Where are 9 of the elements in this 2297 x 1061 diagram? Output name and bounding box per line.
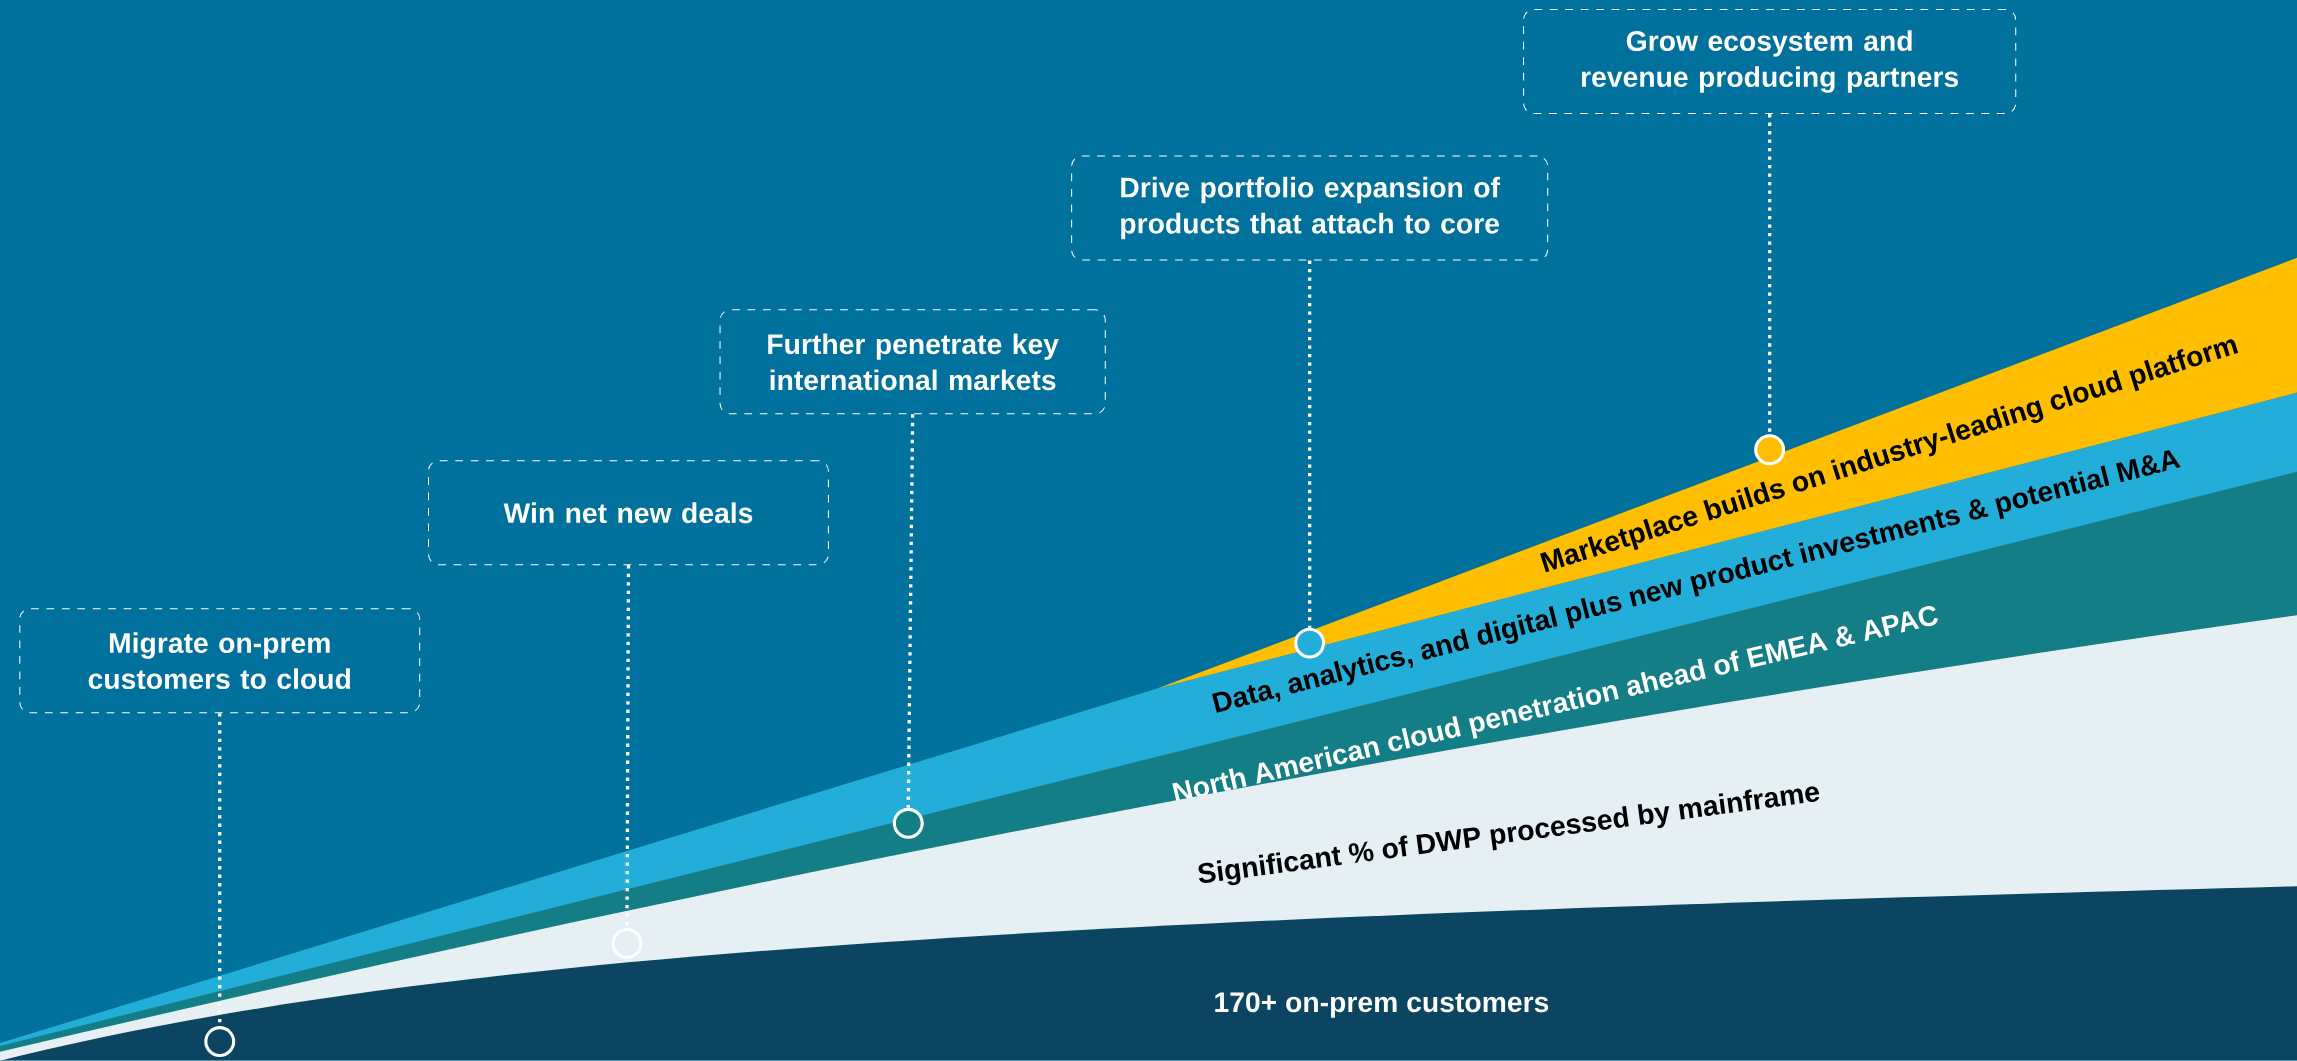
leader-line bbox=[906, 414, 915, 809]
leader-line bbox=[1767, 114, 1772, 435]
callout-box: Drive portfolio expansion of products that attach to core bbox=[1071, 155, 1549, 261]
callout-box: Further penetrate key international markets bbox=[719, 309, 1106, 415]
callout-box: Migrate on-prem customers to cloud bbox=[19, 608, 421, 714]
leader-line bbox=[1308, 260, 1312, 628]
marker-circle bbox=[1754, 434, 1786, 466]
callout-box: Win net new deals bbox=[428, 460, 829, 566]
callout-box: Grow ecosystem and revenue producing partners bbox=[1523, 9, 2017, 115]
